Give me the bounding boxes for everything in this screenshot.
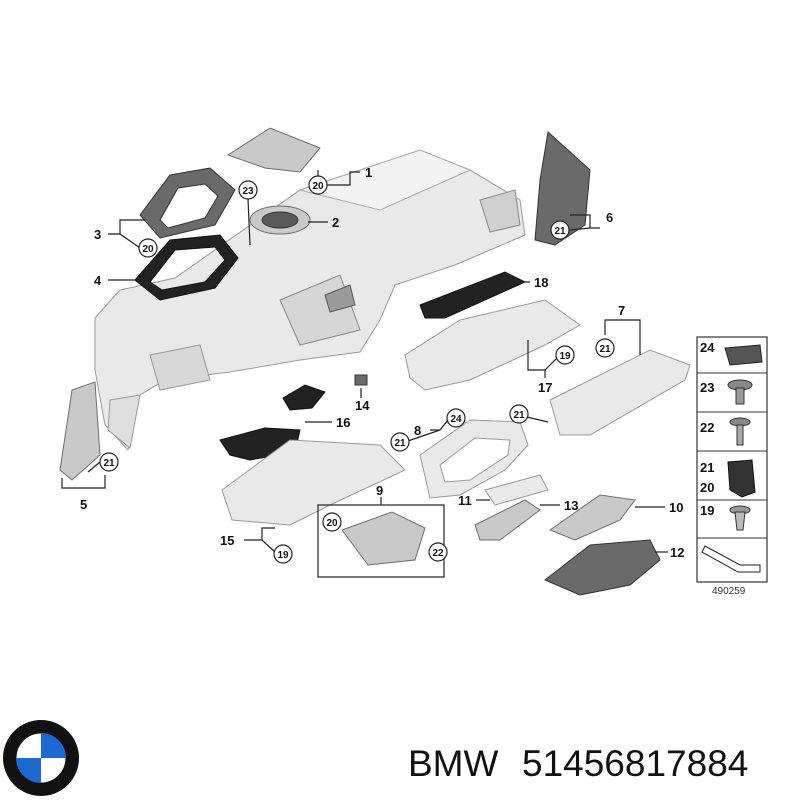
part-6-side-panel [534,131,591,246]
part-5-side-panel [59,381,101,481]
callout-3: 20 3 [94,219,158,258]
screw-icon [727,379,753,405]
callout-18: 18 [505,275,548,290]
svg-text:1: 1 [365,165,372,180]
legend-label-19: 19 [700,503,714,518]
part-15-bracket [221,439,406,526]
callout-14: 14 [355,388,370,413]
svg-text:7: 7 [618,303,625,318]
svg-text:18: 18 [534,275,548,290]
svg-text:20: 20 [142,244,154,255]
callout-17: 19 17 [527,340,575,395]
svg-text:19: 19 [277,550,289,561]
part-18-strip [419,271,527,319]
part-9-box: 9 20 22 [317,483,448,578]
svg-text:21: 21 [513,410,525,421]
part-14-clip [354,374,368,386]
callout-11: 11 [458,493,490,508]
part-3-display-frame [139,167,236,239]
part-12-console [544,539,661,596]
part-8-cluster-frame [419,419,529,499]
diagram-id: 490259 [712,586,746,597]
svg-text:12: 12 [670,545,684,560]
part-13-trim [474,499,541,541]
part-11-trim [484,474,549,506]
svg-text:9: 9 [376,483,383,498]
svg-text:21: 21 [103,458,115,469]
svg-text:21: 21 [599,344,611,355]
svg-text:8: 8 [414,423,421,438]
callout-6: 21 6 [550,210,613,240]
callout-12: 12 [655,545,684,560]
svg-text:21: 21 [394,438,406,449]
callout-13: 13 [540,498,578,513]
svg-text:10: 10 [669,500,683,515]
callout-4: 4 [94,273,140,288]
callout-10: 10 [635,500,683,515]
svg-text:11: 11 [458,493,472,508]
nut-clip-icon [727,459,756,498]
svg-text:14: 14 [355,398,370,413]
svg-text:24: 24 [450,414,462,425]
svg-text:2: 2 [332,215,339,230]
push-rivet-icon [729,505,751,531]
svg-text:13: 13 [564,498,578,513]
svg-text:21: 21 [554,226,566,237]
svg-text:6: 6 [606,210,613,225]
part-17-bracket [404,299,581,391]
screw-icon-long [729,417,751,446]
part-7-trim [549,349,691,436]
bmw-logo-icon [3,720,79,796]
part-10-trim [548,494,636,541]
callout-7: 21 7 [595,303,641,358]
caption-part-number: 51456817884 [522,743,748,784]
legend-label-22: 22 [700,420,714,435]
callout-8: 24 21 8 [390,408,466,452]
callout-2: 2 [308,215,339,230]
svg-text:22: 22 [432,548,444,559]
legend-label-20: 20 [700,480,714,495]
svg-text:3: 3 [94,227,101,242]
callout-23: 23 [238,180,258,246]
callout-16: 16 [305,415,350,430]
svg-text:5: 5 [80,497,87,512]
legend-label-21: 21 [700,460,714,475]
svg-text:19: 19 [559,351,571,362]
callout-15: 19 15 [220,527,293,564]
fastener-legend: 24 23 22 21 20 19 [696,336,768,583]
callout-21-side: 21 [509,404,549,424]
clip-icon [724,344,763,366]
svg-text:20: 20 [312,181,324,192]
callout-1: 20 1 [308,165,372,195]
part-16-cover [282,384,326,411]
svg-text:17: 17 [538,380,552,395]
svg-text:20: 20 [326,518,338,529]
part-2-vent [249,205,311,235]
part-9-glovebox [341,511,426,566]
caption-brand: BMW [408,743,499,784]
legend-label-24: 24 [700,340,715,355]
svg-text:16: 16 [336,415,350,430]
part-1-top-cover [226,127,321,173]
part-4-display-frame [134,234,239,301]
dashboard-body [94,149,526,452]
svg-text:15: 15 [220,533,234,548]
svg-text:23: 23 [242,186,254,197]
legend-label-23: 23 [700,380,714,395]
svg-text:4: 4 [94,273,102,288]
callout-5: 21 5 [61,452,119,512]
diagram-arrow-icon [701,545,761,573]
